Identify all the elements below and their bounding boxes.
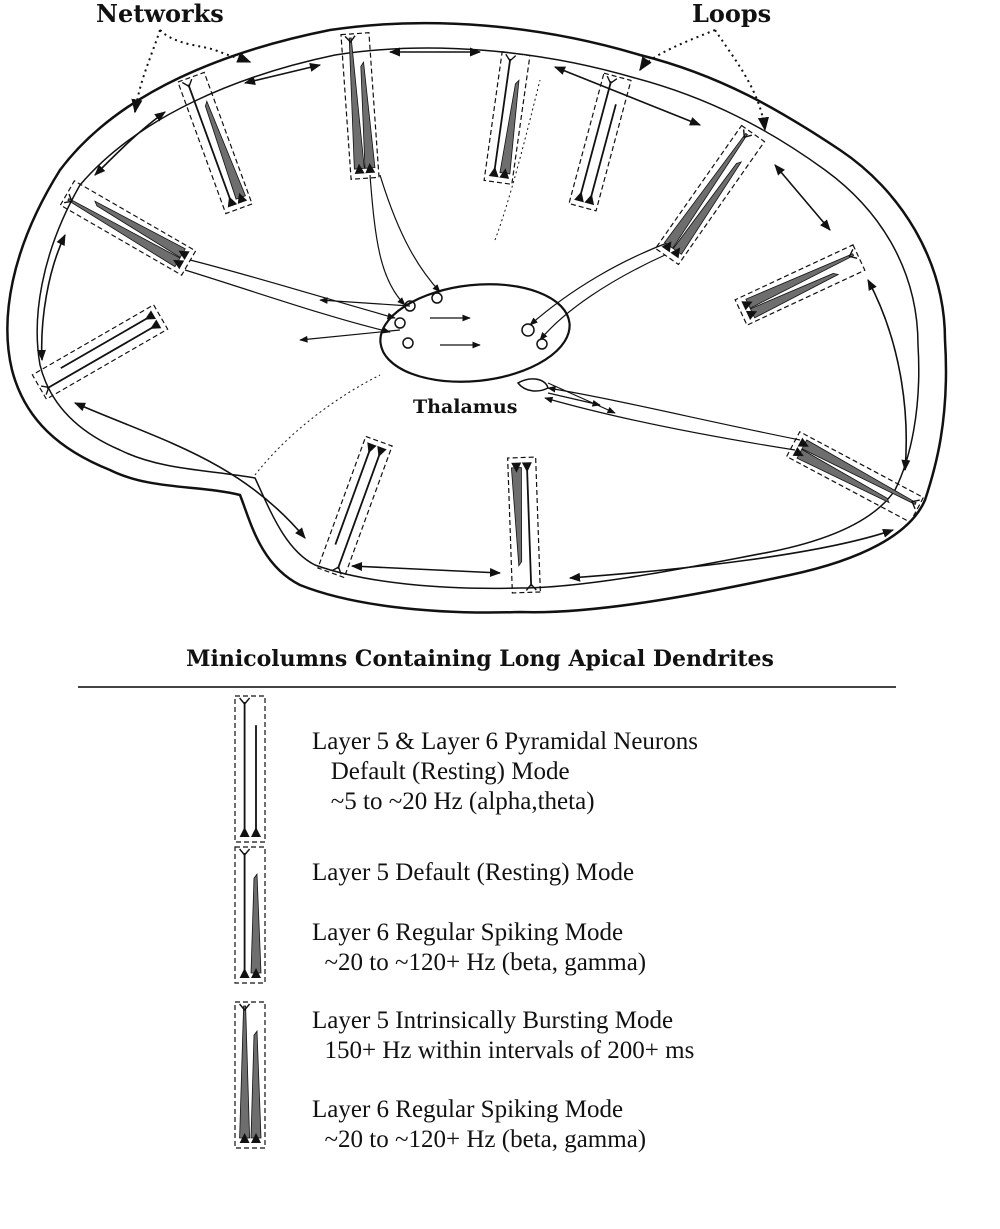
- legend-item-3-line-3: Layer 6 Regular Spiking Mode: [312, 1096, 624, 1123]
- legend-item-2-line-2: Layer 6 Regular Spiking Mode: [312, 919, 624, 946]
- legend-item-1-line-2: Default (Resting) Mode: [312, 758, 570, 785]
- legend-item-3-line-2: 150+ Hz within intervals of 200+ ms: [312, 1037, 695, 1064]
- legend-item-3-line-4: ~20 to ~120+ Hz (beta, gamma): [312, 1126, 647, 1153]
- thalamic-projections: [184, 174, 801, 451]
- minicolumn-7: [785, 430, 925, 524]
- legend-item-2-line-1: Layer 5 Default (Resting) Mode: [312, 859, 635, 886]
- minicolumn-4: [568, 72, 632, 212]
- minicolumn-8: [507, 456, 541, 594]
- minicolumn-5: [654, 124, 766, 266]
- minicolumn-1: [177, 71, 253, 215]
- legend-minicolumn-1: [234, 695, 266, 843]
- legend-item-2-line-3: ~20 to ~120+ Hz (beta, gamma): [312, 949, 647, 976]
- legend-icon-bursting: [234, 1001, 266, 1149]
- minicolumn-9: [317, 435, 393, 579]
- legend-title: Minicolumns Containing Long Apical Dendr…: [186, 646, 774, 672]
- minicolumn-10: [31, 304, 169, 400]
- networks-label: Networks: [96, 0, 224, 28]
- legend-minicolumn-3: [234, 1001, 266, 1149]
- minicolumn-2: [340, 32, 380, 180]
- legend-item-1-line-1: Layer 5 & Layer 6 Pyramidal Neurons: [312, 728, 698, 755]
- cortex-diagram: Networks Loops Thalamus: [6, 0, 948, 614]
- legend-icon-default: [234, 695, 266, 843]
- legend-item-1-line-3: ~5 to ~20 Hz (alpha,theta): [312, 788, 595, 815]
- loops-label: Loops: [692, 0, 771, 28]
- brain-inner-outline: [36, 47, 920, 590]
- minicolumn-6: [734, 244, 866, 326]
- label-pointers: [131, 29, 769, 132]
- minicolumn-group: [31, 32, 925, 594]
- thalamus-shape: [379, 283, 571, 383]
- minicolumn-3: [483, 51, 531, 185]
- legend-icon-layer6-spiking: [234, 846, 266, 984]
- legend-item-3-line-1: Layer 5 Intrinsically Bursting Mode: [312, 1007, 674, 1034]
- minicolumn-11: [59, 180, 197, 276]
- legend-divider: [78, 686, 896, 688]
- loop-arrows: [37, 47, 911, 582]
- thalamus-label: Thalamus: [413, 396, 517, 418]
- legend-minicolumn-2: [234, 846, 266, 984]
